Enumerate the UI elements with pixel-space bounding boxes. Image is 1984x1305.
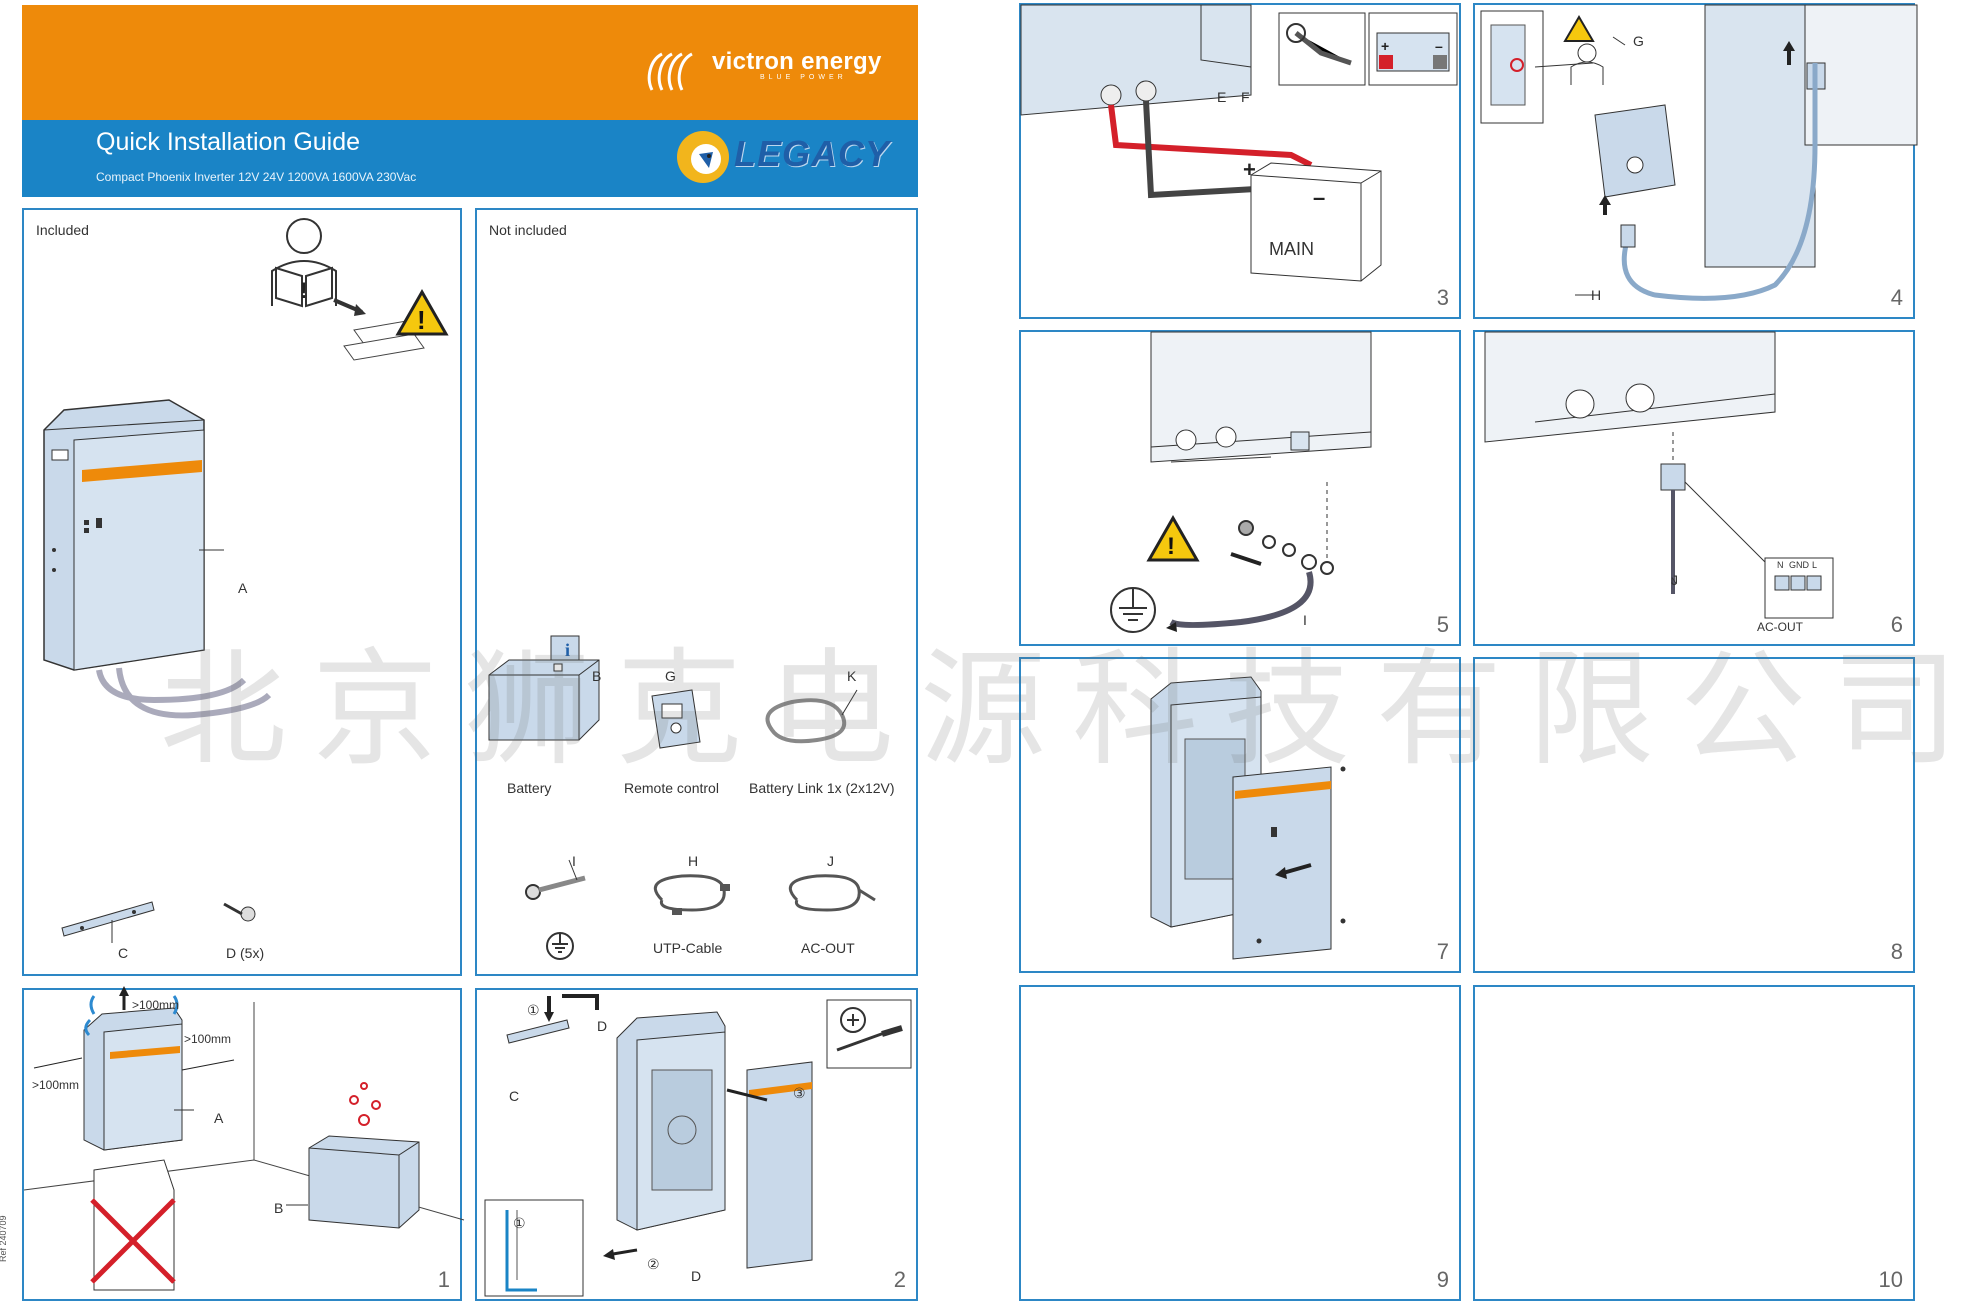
terminal-l-label: L xyxy=(1812,560,1818,570)
label-g: G xyxy=(665,668,676,684)
included-title: Included xyxy=(36,222,89,238)
label-h: H xyxy=(688,853,699,869)
step-2-inset-marker: ① xyxy=(513,1215,526,1231)
step-5-illustration: ! xyxy=(1110,331,1372,633)
battery-b-illustration xyxy=(488,659,600,741)
screw-d-icon xyxy=(223,902,256,922)
step-10-number: 10 xyxy=(1878,1267,1903,1292)
step-7-number: 7 xyxy=(1436,939,1449,964)
victron-logo-icon xyxy=(647,52,693,91)
clearance-right-label: >100mm xyxy=(184,1032,232,1046)
clearance-left-label: >100mm xyxy=(32,1078,80,1092)
step-1-number: 1 xyxy=(437,1267,450,1292)
ac-out-terminal-label: AC-OUT xyxy=(1757,620,1803,634)
step-8-panel: 8 xyxy=(1473,657,1915,973)
header-blue-band xyxy=(22,120,918,197)
step-2-marker-2: ② xyxy=(647,1256,660,1272)
terminal-n-label: N xyxy=(1777,560,1784,570)
step-10-panel: 10 xyxy=(1473,985,1915,1301)
step-2-label-d-top: D xyxy=(597,1018,608,1034)
step-6-panel: N N GND L AC-OUT J 6 xyxy=(1473,330,1915,646)
step-1-illustration xyxy=(23,986,465,1291)
step-1-label-b: B xyxy=(274,1200,284,1216)
battery-link-k-illustration xyxy=(765,689,858,744)
included-panel: Included ! ! A C xyxy=(22,208,462,976)
battery-label: Battery xyxy=(507,780,552,796)
page-subtitle: Compact Phoenix Inverter 12V 24V 1200VA … xyxy=(96,170,417,184)
step-5-number: 5 xyxy=(1436,612,1449,637)
step-3-number: 3 xyxy=(1436,285,1449,310)
step-3-panel: MAIN + – + – E F 3 xyxy=(1019,3,1461,319)
step-3-label-e: E xyxy=(1217,89,1227,105)
label-c: C xyxy=(118,945,129,961)
bracket-c-illustration xyxy=(61,901,155,943)
svg-text:–: – xyxy=(1313,185,1325,210)
not-included-title: Not included xyxy=(489,222,567,238)
svg-text:!: ! xyxy=(1167,533,1175,560)
step-7-illustration xyxy=(1150,676,1346,960)
brand-tagline: BLUE POWER xyxy=(760,74,847,81)
label-a: A xyxy=(238,580,248,596)
step-1-panel: >100mm >100mm >100mm A B 1 xyxy=(22,986,465,1301)
svg-text:–: – xyxy=(1435,38,1443,54)
svg-text:!: ! xyxy=(417,305,426,335)
step-4-number: 4 xyxy=(1890,285,1903,310)
step-4-panel: G H 4 xyxy=(1473,3,1918,319)
terminal-n: N xyxy=(1671,576,1678,586)
step-6-illustration xyxy=(1484,331,1834,619)
label-j: J xyxy=(827,853,834,869)
step-5-label-i: I xyxy=(1303,612,1307,628)
svg-text:!: ! xyxy=(300,278,307,303)
step-7-panel: 7 xyxy=(1019,657,1461,973)
main-battery-text: MAIN xyxy=(1269,239,1314,259)
step-9-number: 9 xyxy=(1436,1267,1449,1292)
terminal-gnd-label: GND xyxy=(1789,560,1809,570)
warning-icon: ! xyxy=(395,288,449,336)
label-i: I xyxy=(572,853,576,869)
step-2-panel: ① ② ③ ① C D D 2 xyxy=(475,988,918,1301)
battery-link-label: Battery Link 1x (2x12V) xyxy=(749,780,895,796)
ground-lug-i-illustration xyxy=(525,859,586,960)
ac-out-label: AC-OUT xyxy=(801,940,855,956)
step-8-number: 8 xyxy=(1890,939,1903,964)
step-2-illustration xyxy=(484,994,912,1297)
step-9-panel: 9 xyxy=(1019,985,1461,1301)
svg-text:+: + xyxy=(1243,157,1256,182)
ref-code: Ref 240709 xyxy=(0,1215,8,1262)
svg-text:i: i xyxy=(565,640,570,660)
step-3-label-f: F xyxy=(1241,89,1250,105)
step-2-marker-1: ① xyxy=(527,1002,540,1018)
utp-cable-label: UTP-Cable xyxy=(653,940,723,956)
read-manual-icon: ! xyxy=(271,218,337,308)
legacy-wordmark: LEGACY xyxy=(734,133,891,174)
step-4-label-g: G xyxy=(1633,33,1644,49)
step-2-marker-3: ③ xyxy=(793,1085,806,1101)
step-4-illustration xyxy=(1480,4,1918,301)
label-k: K xyxy=(847,668,857,684)
step-3-illustration: MAIN + – + – xyxy=(1020,4,1458,282)
step-2-number: 2 xyxy=(893,1267,906,1292)
ac-out-cable-j-illustration xyxy=(788,874,876,912)
remote-control-g-illustration xyxy=(651,689,701,749)
label-d: D (5x) xyxy=(226,945,265,961)
page-title: Quick Installation Guide xyxy=(96,128,361,156)
utp-cable-h-illustration xyxy=(653,874,730,915)
lion-logo-icon xyxy=(677,131,729,183)
step-5-panel: ! I 5 xyxy=(1019,330,1461,646)
step-1-label-a: A xyxy=(214,1110,224,1126)
clearance-top-label: >100mm xyxy=(132,998,180,1012)
step-4-label-h: H xyxy=(1591,287,1602,303)
step-2-label-c: C xyxy=(509,1088,520,1104)
svg-text:+: + xyxy=(1381,38,1389,54)
inverter-device-illustration xyxy=(43,399,272,719)
brand-name: victron energy xyxy=(712,48,882,75)
remote-control-label: Remote control xyxy=(624,780,719,796)
step-2-label-d-bottom: D xyxy=(691,1268,702,1284)
step-6-label-j: J xyxy=(1671,572,1678,588)
label-b: B xyxy=(592,668,602,684)
not-included-panel: Not included i B Battery G Remote contro… xyxy=(475,208,918,976)
step-6-number: 6 xyxy=(1890,612,1903,637)
header-orange-band xyxy=(22,5,918,120)
